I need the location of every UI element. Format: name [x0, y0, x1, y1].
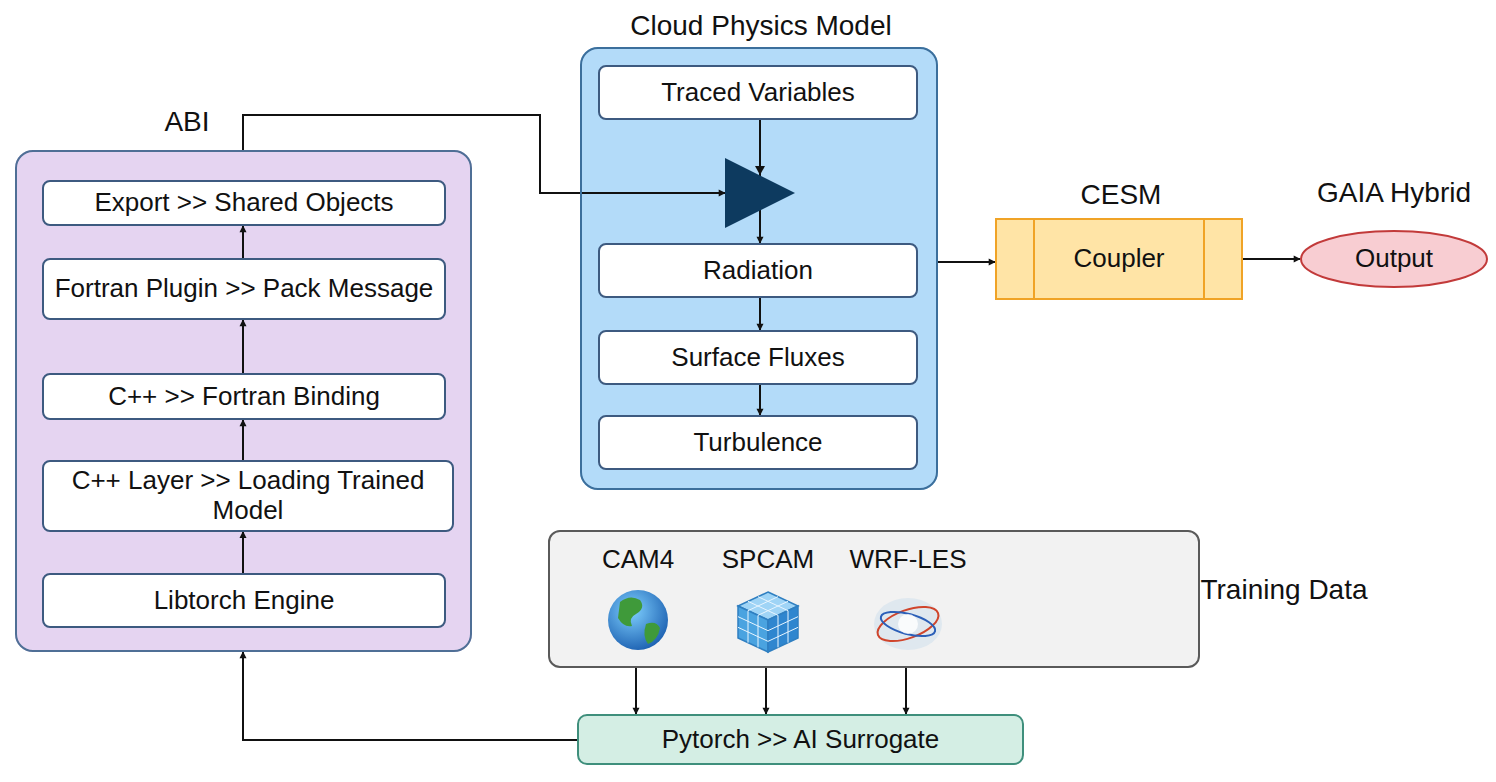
- node-text: Turbulence: [685, 428, 830, 458]
- node-text: Surface Fluxes: [663, 343, 852, 373]
- coupler-divider: [1203, 220, 1205, 298]
- node-text: Pytorch >> AI Surrogate: [654, 725, 948, 755]
- process-box: Fortran Plugin >> Pack Message: [42, 258, 446, 320]
- source-label: CAM4: [602, 544, 674, 575]
- process-box: Radiation: [598, 243, 918, 298]
- surrogate-box: Pytorch >> AI Surrogate: [577, 714, 1024, 765]
- connector-arrow: [242, 532, 244, 573]
- process-box: Export >> Shared Objects: [42, 180, 446, 226]
- connector-arrow: [938, 261, 995, 263]
- output-ellipse: GAIA HybridOutput: [1300, 230, 1488, 288]
- node-text: Libtorch Engine: [146, 586, 343, 616]
- connector-arrow: [905, 668, 907, 714]
- process-box: C++ >> Fortran Binding: [42, 373, 446, 420]
- connector-arrow: [242, 320, 244, 373]
- connector-arrow: [635, 668, 637, 714]
- process-box: Libtorch Engine: [42, 573, 446, 628]
- node-text: C++ >> Fortran Binding: [100, 382, 388, 412]
- node-text: Fortran Plugin >> Pack Message: [47, 274, 442, 304]
- node-text: Radiation: [695, 256, 821, 286]
- node-text: Traced Variables: [653, 78, 863, 108]
- node-heading: GAIA Hybrid: [1317, 177, 1471, 209]
- process-box: Turbulence: [598, 415, 918, 470]
- source-label: SPCAM: [722, 544, 814, 575]
- source-label: WRF-LES: [850, 544, 967, 575]
- process-box: Surface Fluxes: [598, 330, 918, 385]
- node-heading: Training Data: [1200, 574, 1367, 606]
- connector-arrow: [243, 652, 577, 740]
- node-heading: CESM: [1081, 179, 1162, 211]
- process-box: C++ Layer >> Loading Trained Model: [42, 460, 454, 532]
- connector-arrow: [1243, 258, 1300, 260]
- connector-arrow: [242, 226, 244, 258]
- connector-arrow: [759, 298, 761, 330]
- node-heading: Cloud Physics Model: [630, 10, 891, 42]
- connector-arrow: [242, 420, 244, 460]
- connector-arrow: [759, 385, 761, 415]
- node-heading: ABI: [164, 106, 209, 138]
- training-data-box: CAM4SPCAMWRF-LESTraining Data: [548, 530, 1200, 668]
- node-text: C++ Layer >> Loading Trained Model: [44, 466, 452, 526]
- arrow-head: [755, 166, 765, 175]
- connector-arrow: [765, 668, 767, 714]
- operator-triangle: [725, 158, 795, 228]
- abi-panel: ABIExport >> Shared ObjectsFortran Plugi…: [15, 150, 472, 652]
- node-text: Coupler: [1065, 244, 1172, 274]
- coupler-box: CESMCoupler: [995, 218, 1243, 300]
- cloud-panel: Cloud Physics ModelTraced VariablesRadia…: [580, 47, 938, 490]
- node-text: Export >> Shared Objects: [86, 188, 401, 218]
- node-text: Output: [1347, 244, 1441, 274]
- coupler-divider: [1033, 220, 1035, 298]
- process-box: Traced Variables: [598, 65, 918, 120]
